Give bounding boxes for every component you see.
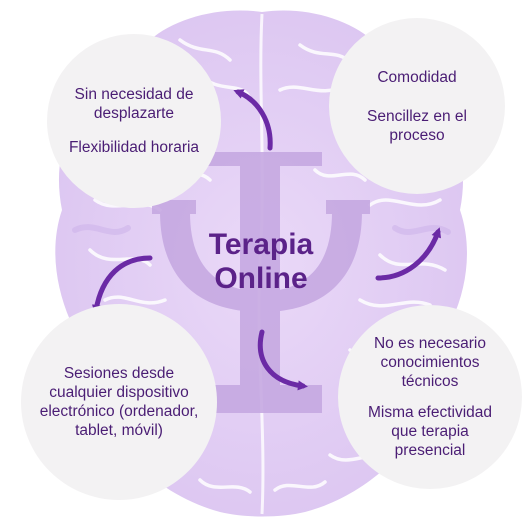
benefit-bubble-top-right: Comodidad Sencillez en el proceso (329, 18, 505, 194)
center-title: Terapia Online (171, 228, 351, 296)
benefit-text: Misma efectividad que terapia presencial (367, 404, 493, 459)
benefit-text: Sencillez en el proceso (367, 107, 467, 144)
center-title-line1: Terapia (208, 228, 314, 261)
arrow-bottom-icon (257, 329, 308, 391)
arrow-top-left-icon (233, 89, 273, 151)
benefit-bubble-top-left: Sin necesidad de desplazarte Flexibilida… (47, 34, 221, 208)
benefit-text: Comodidad (377, 68, 457, 86)
arrow-left-icon (91, 255, 153, 315)
benefit-bubble-bottom-right: No es necesario conocimientos técnicos M… (338, 305, 522, 489)
benefit-text: Sesiones desde cualquier dispositivo ele… (39, 365, 199, 439)
arrow-right-icon (375, 227, 442, 281)
benefit-text: Flexibilidad horaria (68, 139, 200, 156)
center-title-line2: Online (214, 262, 308, 295)
benefit-text: No es necesario conocimientos técnicos (373, 335, 486, 390)
benefit-bubble-bottom-left: Sesiones desde cualquier dispositivo ele… (21, 304, 217, 500)
benefit-text: Sin necesidad de desplazarte (74, 86, 194, 122)
